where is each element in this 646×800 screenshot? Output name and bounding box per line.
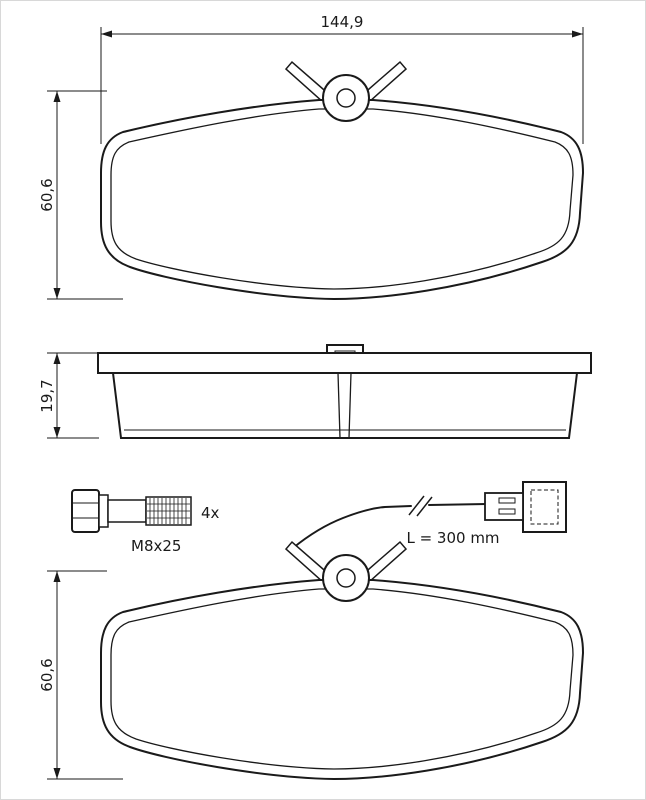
- arrowhead-bottom: [53, 288, 61, 299]
- pad-friction-inner-line: [110, 108, 574, 290]
- dimension-label-thickness: 19,7: [38, 379, 56, 412]
- dimension-label-height-bottom: 60,6: [38, 658, 56, 691]
- mounting-hole: [336, 88, 356, 108]
- plug-slot-bottom: [498, 508, 516, 515]
- wire-break-symbol: [408, 495, 433, 517]
- pad-outline: [100, 579, 585, 781]
- mounting-hole: [336, 568, 356, 588]
- bolt-spec-label: M8x25: [131, 537, 181, 555]
- bolt-collar: [98, 494, 109, 528]
- center-slot-right: [348, 372, 352, 439]
- sensor-wire-continued: [428, 503, 488, 506]
- pad-outline: [100, 99, 585, 301]
- bolt-quantity-label: 4x: [201, 504, 220, 522]
- arrowhead-left: [101, 30, 112, 38]
- dimension-thickness: [47, 352, 99, 439]
- arrowhead-top: [53, 353, 61, 364]
- sensor-length-label: L = 300 mm: [406, 529, 499, 547]
- backplate-strip: [97, 352, 592, 374]
- arrowhead-top: [53, 91, 61, 102]
- arrowhead-bottom: [53, 427, 61, 438]
- dimension-height-bottom: [47, 570, 123, 780]
- arrowhead-bottom: [53, 768, 61, 779]
- arrowhead-right: [572, 30, 583, 38]
- brake-pad-side-view: [97, 344, 592, 439]
- dimension-label-width: 144,9: [321, 13, 364, 31]
- arrowhead-top: [53, 571, 61, 582]
- connector-housing-inner-dashed: [530, 489, 559, 525]
- center-slot-left: [337, 372, 341, 439]
- bolt-hex-head: [71, 489, 100, 533]
- bolt-shank: [107, 499, 147, 523]
- friction-block: [111, 372, 579, 439]
- plug-slot-top: [498, 497, 516, 504]
- dimension-label-height-top: 60,6: [38, 178, 56, 211]
- pad-friction-inner-line: [110, 588, 574, 770]
- wear-sensor: [292, 481, 567, 549]
- sensor-wire: [292, 505, 412, 549]
- connector-plug: [484, 492, 524, 521]
- brake-pad-front-view-top: [100, 60, 585, 301]
- bolt-thread-hatch: [147, 498, 190, 524]
- brake-pad-front-view-bottom: [100, 540, 585, 781]
- dimension-height-top: [47, 90, 123, 300]
- bolt-drawing: [71, 489, 192, 533]
- dimension-width-top: [100, 27, 584, 144]
